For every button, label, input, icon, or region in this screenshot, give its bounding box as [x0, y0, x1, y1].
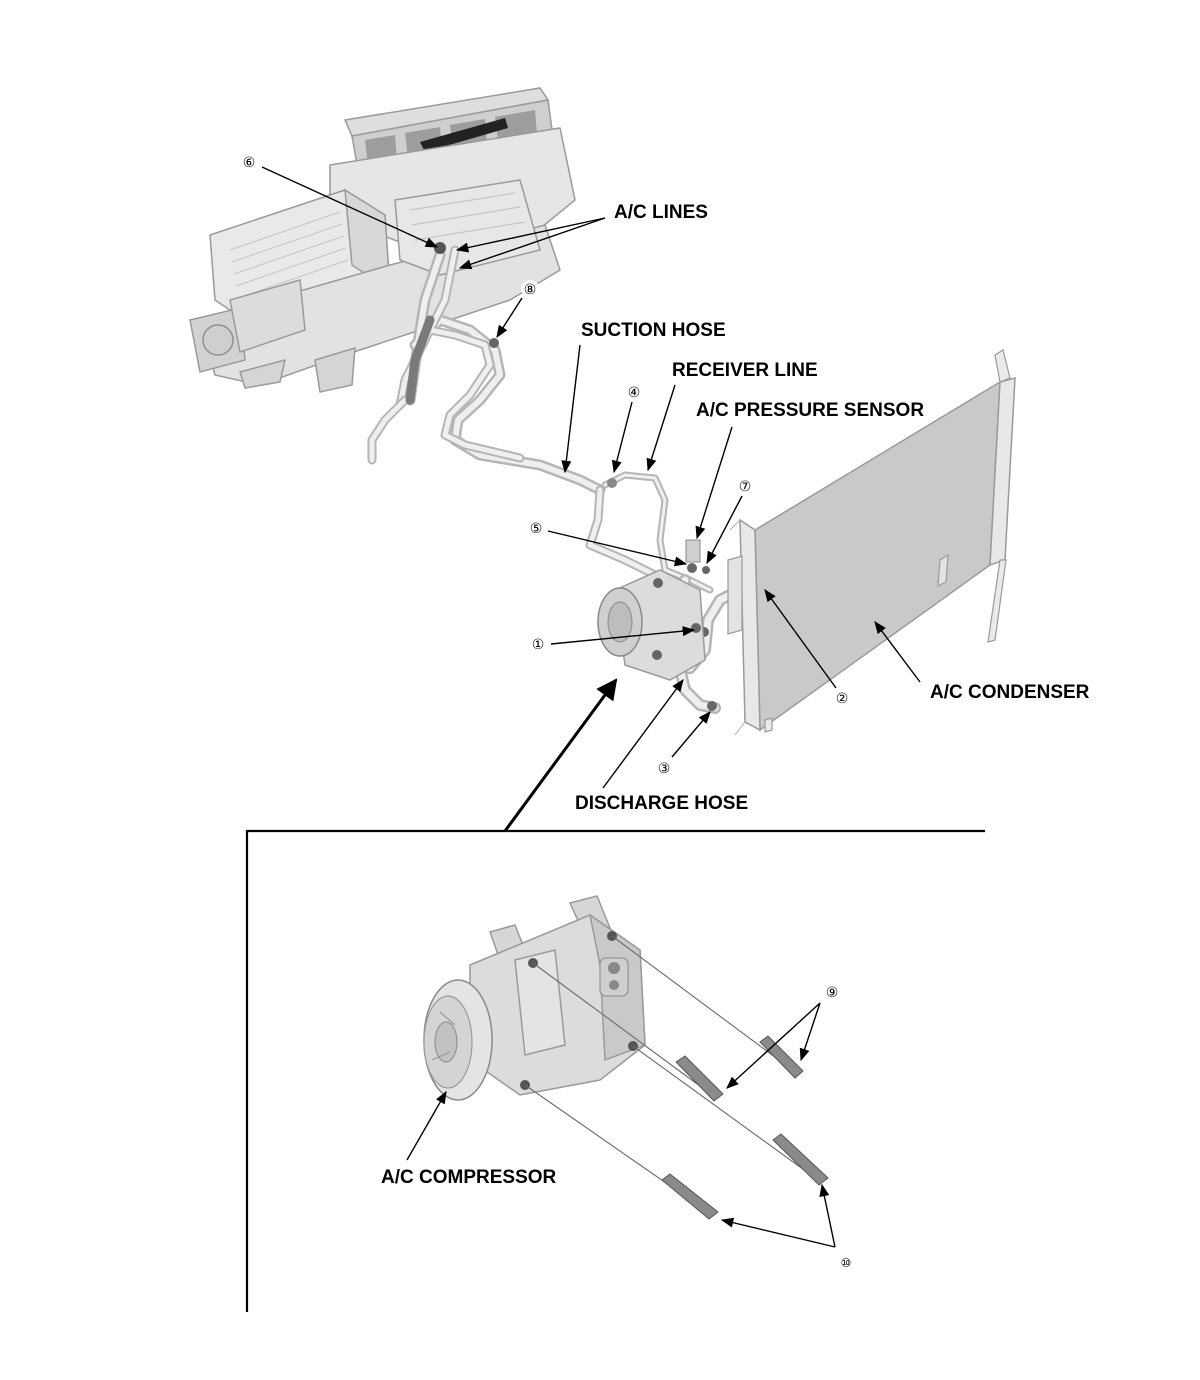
svg-text:⑥: ⑥	[243, 155, 256, 171]
label-ac-lines: A/C LINES	[614, 202, 708, 223]
inset-frame	[245, 678, 985, 1312]
text-labels: A/C LINES SUCTION HOSE RECEIVER LINE A/C…	[381, 202, 1090, 1188]
callout-8: ⑧	[521, 280, 539, 298]
svg-text:④: ④	[628, 385, 641, 401]
svg-text:⑨: ⑨	[826, 985, 839, 1001]
compressor-large-illustration	[423, 895, 646, 1101]
svg-text:③: ③	[658, 761, 671, 777]
svg-text:⑤: ⑤	[530, 521, 543, 537]
label-discharge-hose: DISCHARGE HOSE	[575, 793, 748, 814]
leader-lines	[261, 166, 921, 1248]
refrigerant-pipes-illustration	[367, 242, 765, 714]
callout-3: ③	[655, 759, 673, 777]
hvac-unit-illustration	[189, 87, 576, 393]
callout-numbers: ⑥ ⑧ ④ ⑦ ⑤ ① ② ③	[240, 153, 856, 1272]
svg-text:⑩: ⑩	[841, 1256, 852, 1270]
label-receiver-line: RECEIVER LINE	[672, 360, 818, 381]
label-suction-hose: SUCTION HOSE	[581, 320, 726, 341]
compressor-small-illustration	[597, 569, 706, 681]
label-pressure-sensor: A/C PRESSURE SENSOR	[696, 400, 924, 421]
svg-text:⑧: ⑧	[524, 282, 537, 298]
condenser-illustration	[727, 349, 1016, 736]
label-compressor: A/C COMPRESSOR	[381, 1167, 557, 1188]
callout-2: ②	[833, 689, 851, 707]
label-condenser: A/C CONDENSER	[930, 682, 1090, 703]
svg-text:②: ②	[836, 691, 849, 707]
callout-9: ⑨	[823, 983, 841, 1001]
callout-7: ⑦	[736, 477, 754, 495]
callout-6: ⑥	[240, 153, 258, 171]
callout-5: ⑤	[527, 519, 545, 537]
mounting-bolts	[661, 1035, 829, 1220]
callout-10: ⑩	[836, 1252, 856, 1272]
svg-text:①: ①	[532, 637, 545, 653]
callout-1: ①	[529, 635, 547, 653]
callout-4: ④	[625, 383, 643, 401]
svg-text:⑦: ⑦	[739, 479, 752, 495]
